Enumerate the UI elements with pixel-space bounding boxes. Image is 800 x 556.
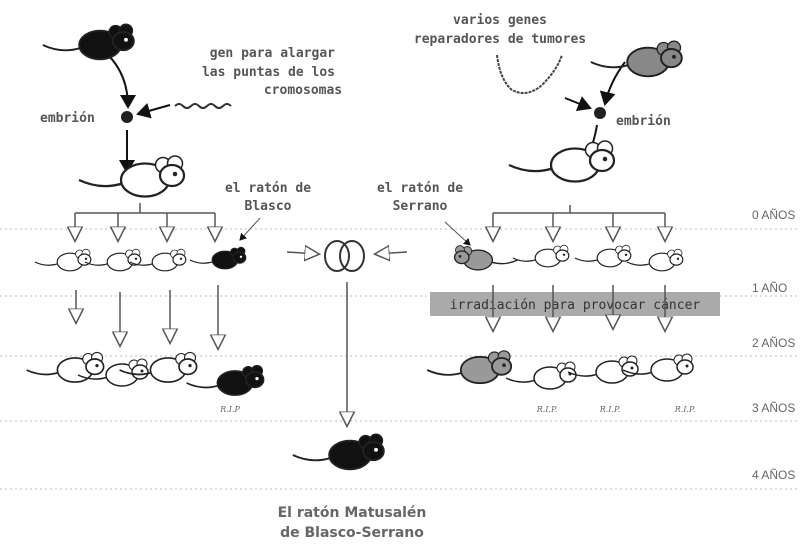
rip-label: R.I.P [219, 405, 240, 414]
blasco-label-2: Blasco [245, 199, 292, 214]
mice [26, 23, 694, 471]
year-label-2: 2 AÑOS [752, 336, 795, 350]
serrano-label-1: el ratón de [377, 181, 463, 196]
chromosome-icon [174, 103, 232, 109]
right-gene-label-1: varios genes [453, 13, 547, 28]
dna-strand-icon [496, 54, 563, 95]
mouse-drawing [508, 140, 616, 183]
blasco-label-1: el ratón de [225, 181, 311, 196]
right-gene-label-2: reparadores de tumores [414, 32, 586, 47]
mouse-drawing [119, 351, 198, 383]
year-label-0: 0 AÑOS [752, 208, 795, 222]
right-embryo-label: embrión [616, 114, 671, 129]
mouse-drawing [622, 353, 694, 382]
year-label-1: 1 AÑO [752, 281, 787, 295]
mouse-drawing [426, 350, 513, 385]
irradiation-box [430, 292, 720, 316]
left-gene-label-2: las puntas de los [202, 65, 335, 80]
mouse-drawing [512, 244, 570, 268]
mouse-drawing [129, 248, 187, 272]
mouse-drawing [590, 40, 683, 78]
year-label-3: 3 AÑOS [752, 401, 795, 415]
serrano-label-2: Serrano [393, 199, 448, 214]
rip-label: R.I.P. [599, 405, 621, 414]
arrows [107, 54, 626, 246]
rip-label: R.I.P. [674, 405, 696, 414]
left-embryo [121, 111, 133, 123]
mouse-drawing [453, 245, 518, 271]
mouse-drawing [292, 433, 385, 471]
result-label-1: El ratón Matusalén [278, 505, 427, 521]
mouse-drawing [26, 351, 105, 383]
mouse-drawing [574, 244, 632, 268]
wedding-rings-icon [324, 240, 365, 272]
irradiation-label: irradiación para provocar cáncer [450, 298, 701, 313]
mouse-drawing [189, 246, 247, 270]
mouse-drawing [505, 361, 577, 390]
right-embryo [594, 107, 606, 119]
left-embryo-label: embrión [40, 111, 95, 126]
mouse-drawing [84, 248, 142, 272]
mouse-drawing [567, 355, 639, 384]
mouse-drawing [34, 248, 92, 272]
mouse-drawing [78, 155, 186, 198]
hollow-arrows [75, 203, 665, 425]
year-label-4: 4 AÑOS [752, 468, 795, 482]
rip-label: R.I.P. [536, 405, 558, 414]
result-label-2: de Blasco-Serrano [280, 525, 424, 541]
left-gene-label-1: gen para alargar [210, 46, 335, 61]
mouse-drawing [186, 364, 265, 396]
left-gene-label-3: cromosomas [264, 83, 342, 98]
mouse-drawing [626, 248, 684, 272]
mouse-drawing [77, 358, 149, 387]
mouse-drawing [42, 23, 135, 61]
